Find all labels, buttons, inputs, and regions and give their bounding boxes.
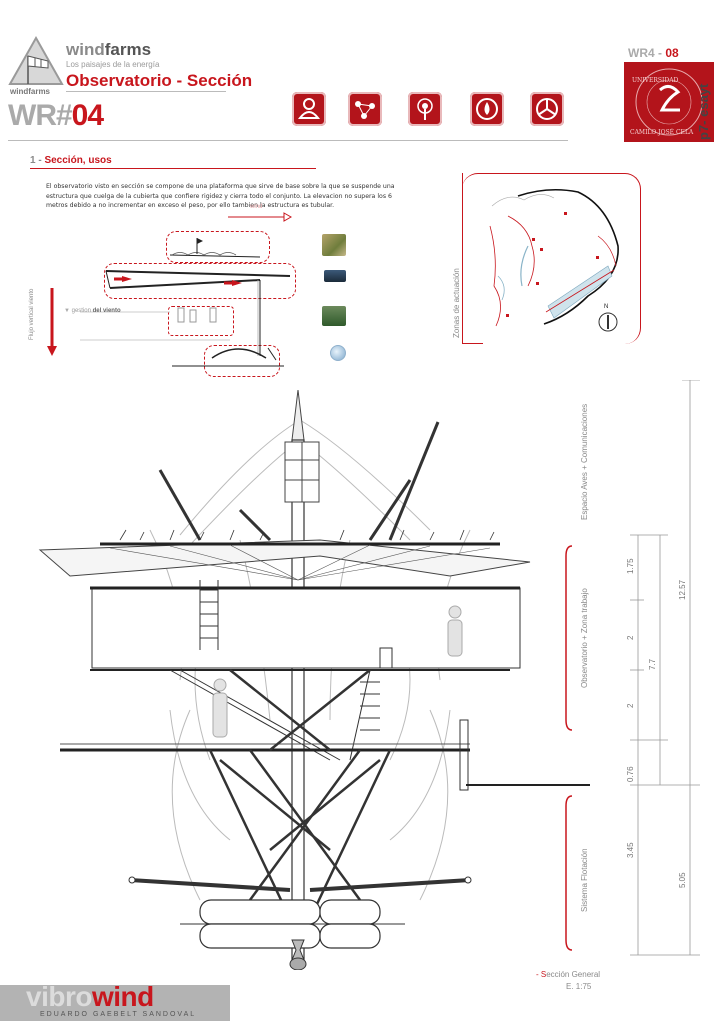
north-label: N <box>604 304 609 310</box>
observatory-section-drawing <box>30 380 590 975</box>
north-arrow <box>596 306 620 339</box>
dim-1-75: 1.75 <box>626 558 635 574</box>
site-map <box>488 186 628 341</box>
section-description: El observatorio visto en sección se comp… <box>46 183 395 209</box>
map-label: Zonas de actuación <box>452 268 461 338</box>
mini-section-drawing <box>60 228 300 383</box>
people-icon[interactable] <box>292 92 326 126</box>
footer-bar <box>0 985 230 1021</box>
zone-flotacion-label: Sistema Flotación <box>580 848 589 912</box>
dim-5-05: 5.05 <box>678 872 687 888</box>
roof-box <box>166 231 270 263</box>
work-box <box>168 306 234 336</box>
map-frame-left <box>462 173 483 344</box>
map-frame <box>462 173 641 344</box>
logo-caption: windfarms <box>10 87 51 96</box>
zone-brackets <box>562 380 602 965</box>
dimension-lines <box>610 379 710 985</box>
platform-box <box>104 263 296 299</box>
network-icon[interactable] <box>348 92 382 126</box>
section-heading: 1 - Sección, usos <box>30 155 112 166</box>
svg-text:UNIVERSIDAD: UNIVERSIDAD <box>632 77 679 84</box>
wind-arrow <box>228 209 293 227</box>
school-tag: p7- esayt <box>696 83 711 140</box>
water-drop-icon[interactable] <box>470 92 504 126</box>
university-seal: UNIVERSIDAD CAMILO JOSÉ CELA <box>624 62 714 142</box>
drawing-caption: - Sección General <box>536 970 601 979</box>
windfarms-logo <box>8 34 64 88</box>
flujo-arrow <box>46 288 58 363</box>
dim-7-7: 7.7 <box>648 658 657 670</box>
flujo-label: Flujo vertical viento <box>29 288 35 340</box>
svg-text:CAMILO JOSÉ CELA: CAMILO JOSÉ CELA <box>630 128 694 136</box>
gestion-label: ▼ gestion del viento <box>64 308 121 314</box>
dim-2-b: 2 <box>626 703 635 708</box>
vibrowind-brand: vibrowind <box>26 981 154 1012</box>
section-title: Observatorio - Sección <box>66 71 253 90</box>
wind-label: wind <box>250 204 263 210</box>
drawing-scale: E. 1:75 <box>566 982 592 991</box>
dim-2-a: 2 <box>626 635 635 640</box>
float-thumbnail <box>330 345 346 361</box>
sky-thumbnail <box>324 270 346 282</box>
brand-tagline: Los paisajes de la energía <box>66 60 160 69</box>
bird-thumbnail <box>322 234 346 256</box>
brand-name: windfarms <box>66 40 152 59</box>
author-name: EDUARDO GAEBELT SANDOVAL <box>40 1011 197 1018</box>
project-code: WR#04 <box>8 99 104 132</box>
sheet-number: WR4 - 08 <box>628 46 679 60</box>
antenna-icon[interactable] <box>408 92 442 126</box>
float-box <box>204 345 280 377</box>
zone-observatorio-label: Observatorio + Zona trabajo <box>580 588 589 688</box>
wheel-icon[interactable] <box>530 92 564 126</box>
dim-12-57: 12.57 <box>678 579 687 600</box>
field-thumbnail <box>322 306 346 326</box>
zone-aves-label: Espacio Aves + Comunicaciones <box>580 403 589 520</box>
dim-0-76: 0.76 <box>626 766 635 782</box>
dim-3-45: 3.45 <box>626 842 635 858</box>
